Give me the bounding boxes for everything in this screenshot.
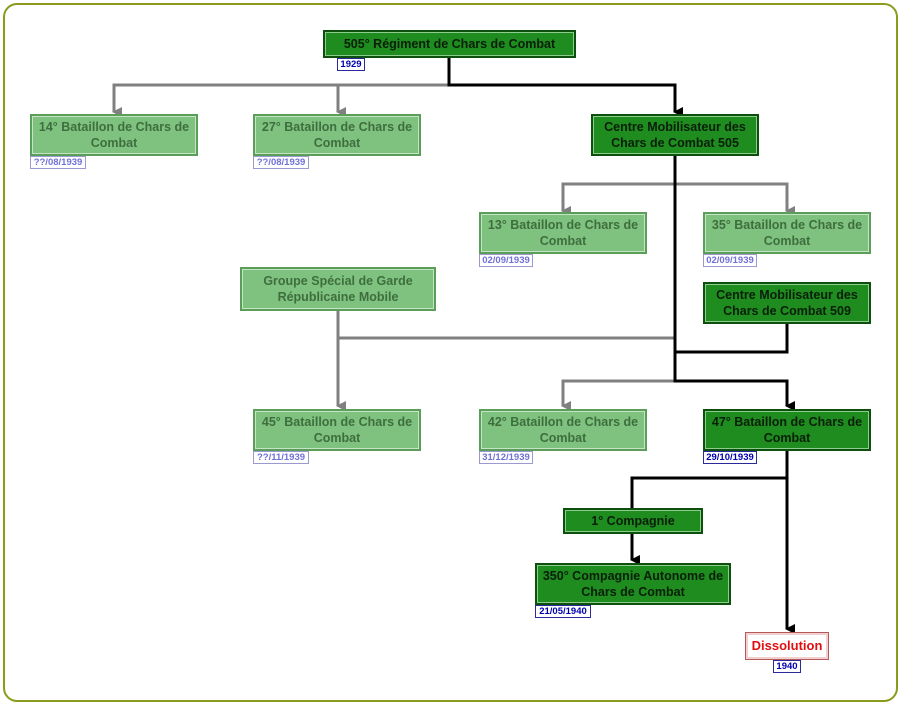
node-dissolution-date: 1940: [773, 660, 801, 673]
node-350-compagnie-label: 350° Compagnie Autonome de Chars de Comb…: [542, 569, 724, 599]
node-35-bataillon: 35° Bataillon de Chars de Combat: [703, 212, 871, 254]
node-350-compagnie: 350° Compagnie Autonome de Chars de Comb…: [535, 563, 731, 605]
node-27-bataillon-date: ??/08/1939: [253, 156, 309, 169]
node-cm-509-label: Centre Mobilisateur des Chars de Combat …: [716, 288, 858, 318]
node-1-compagnie: 1° Compagnie: [563, 508, 703, 534]
node-14-bataillon-label: 14° Bataillon de Chars de Combat: [38, 120, 190, 150]
node-47-bataillon-date: 29/10/1939: [703, 451, 757, 464]
node-42-bataillon: 42° Bataillon de Chars de Combat: [479, 409, 647, 451]
node-45-bataillon-date: ??/11/1939: [253, 451, 309, 464]
link-cm509-b47: [675, 324, 789, 354]
node-505-regiment-date: 1929: [337, 58, 365, 71]
node-14-bataillon-date: ??/08/1939: [30, 156, 86, 169]
link-b42: [561, 379, 675, 411]
link-b47-c1: [630, 451, 789, 508]
node-1-compagnie-label: 1° Compagnie: [591, 514, 675, 528]
node-cm-509: Centre Mobilisateur des Chars de Combat …: [703, 282, 871, 324]
node-505-regiment-label: 505° Régiment de Chars de Combat: [343, 37, 556, 51]
node-cm-505: Centre Mobilisateur des Chars de Combat …: [591, 114, 759, 156]
node-cm-505-label: Centre Mobilisateur des Chars de Combat …: [604, 120, 746, 150]
node-13-bataillon-label: 13° Bataillon de Chars de Combat: [487, 218, 639, 248]
link-r505-cm505: [447, 58, 683, 117]
node-35-bataillon-label: 35° Bataillon de Chars de Combat: [711, 218, 863, 248]
node-dissolution: Dissolution: [745, 632, 829, 660]
node-14-bataillon: 14° Bataillon de Chars de Combat: [30, 114, 198, 156]
node-27-bataillon-label: 27° Bataillon de Chars de Combat: [261, 120, 413, 150]
node-gsgrm-label: Groupe Spécial de Garde Républicaine Mob…: [263, 274, 413, 304]
node-27-bataillon: 27° Bataillon de Chars de Combat: [253, 114, 421, 156]
node-gsgrm: Groupe Spécial de Garde Républicaine Mob…: [240, 267, 436, 311]
link-r505-b14: [112, 58, 451, 117]
node-35-bataillon-date: 02/09/1939: [703, 254, 757, 267]
node-47-bataillon-label: 47° Bataillon de Chars de Combat: [711, 415, 863, 445]
node-13-bataillon-date: 02/09/1939: [479, 254, 533, 267]
node-dissolution-label: Dissolution: [751, 638, 823, 653]
link-cm505-b47: [673, 155, 795, 411]
node-45-bataillon-label: 45° Bataillon de Chars de Combat: [261, 415, 413, 445]
link-cm505-b13: [561, 155, 677, 216]
link-cm505-b35: [675, 182, 795, 216]
node-45-bataillon: 45° Bataillon de Chars de Combat: [253, 409, 421, 451]
node-47-bataillon: 47° Bataillon de Chars de Combat: [703, 409, 871, 451]
node-350-compagnie-date: 21/05/1940: [535, 605, 591, 618]
node-505-regiment: 505° Régiment de Chars de Combat: [323, 30, 576, 58]
node-42-bataillon-label: 42° Bataillon de Chars de Combat: [487, 415, 639, 445]
node-13-bataillon: 13° Bataillon de Chars de Combat: [479, 212, 647, 254]
node-42-bataillon-date: 31/12/1939: [479, 451, 533, 464]
